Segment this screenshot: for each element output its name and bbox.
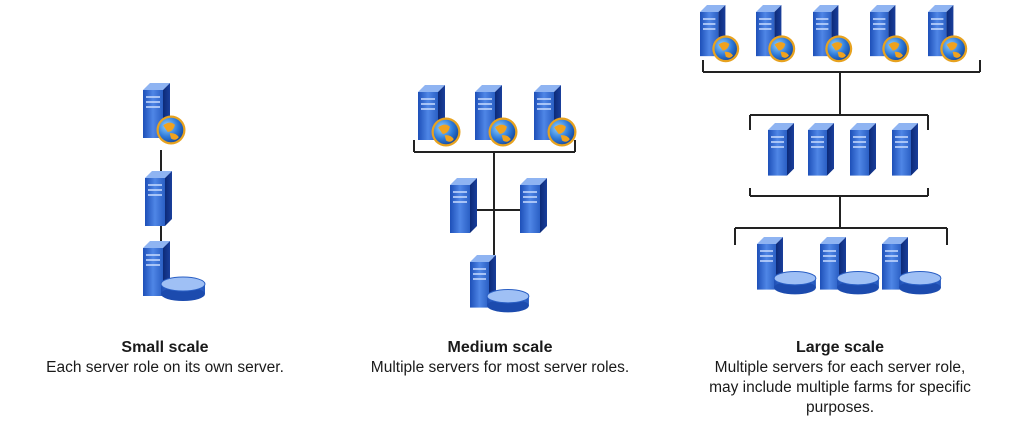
application-server-icon: [145, 171, 172, 226]
web-server-icon: [475, 85, 518, 147]
application-server-icon: [450, 178, 477, 233]
web-server-icon: [928, 5, 968, 63]
application-server-icon: [808, 123, 834, 176]
web-server-icon: [418, 85, 461, 147]
web-server-icon: [813, 5, 853, 63]
application-server-icon: [850, 123, 876, 176]
caption-description-line: may include multiple farms for specific: [709, 379, 971, 396]
caption-title: Medium scale: [447, 339, 553, 356]
caption-description-line: Multiple servers for each server role,: [714, 359, 966, 376]
caption-description: Each server role on its own server.: [46, 359, 284, 376]
web-server-icon: [870, 5, 910, 63]
connectors: [160, 60, 981, 262]
database-server-icon: [757, 237, 817, 295]
caption-small: Small scale Each server role on its own …: [0, 338, 330, 378]
web-server-icon: [534, 85, 577, 147]
application-server-icon: [768, 123, 794, 176]
caption-title: Small scale: [121, 339, 209, 356]
caption-description-line: purposes.: [805, 399, 875, 416]
database-server-icon: [143, 241, 206, 301]
application-server-icon: [520, 178, 547, 233]
caption-title: Large scale: [795, 339, 885, 356]
web-server-icon: [756, 5, 796, 63]
caption-description: Multiple servers for most server roles.: [370, 359, 630, 376]
database-server-icon: [820, 237, 880, 295]
database-server-icon: [470, 255, 530, 313]
web-server-icon: [700, 5, 740, 63]
server-nodes: [143, 5, 968, 313]
web-server-icon: [143, 83, 186, 145]
caption-large: Large scale Multiple servers for each se…: [675, 338, 1005, 418]
application-server-icon: [892, 123, 918, 176]
database-server-icon: [882, 237, 942, 295]
caption-medium: Medium scale Multiple servers for most s…: [320, 338, 680, 378]
